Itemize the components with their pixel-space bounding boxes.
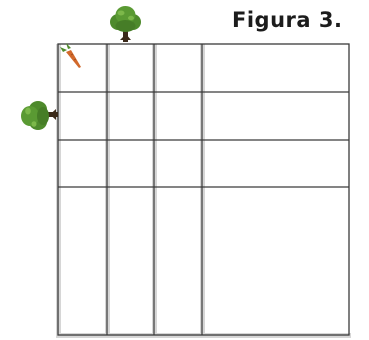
carrot-icon xyxy=(60,43,81,68)
tree-icon xyxy=(21,101,58,130)
grid-shadows xyxy=(56,44,351,338)
tree-icon xyxy=(110,6,141,42)
